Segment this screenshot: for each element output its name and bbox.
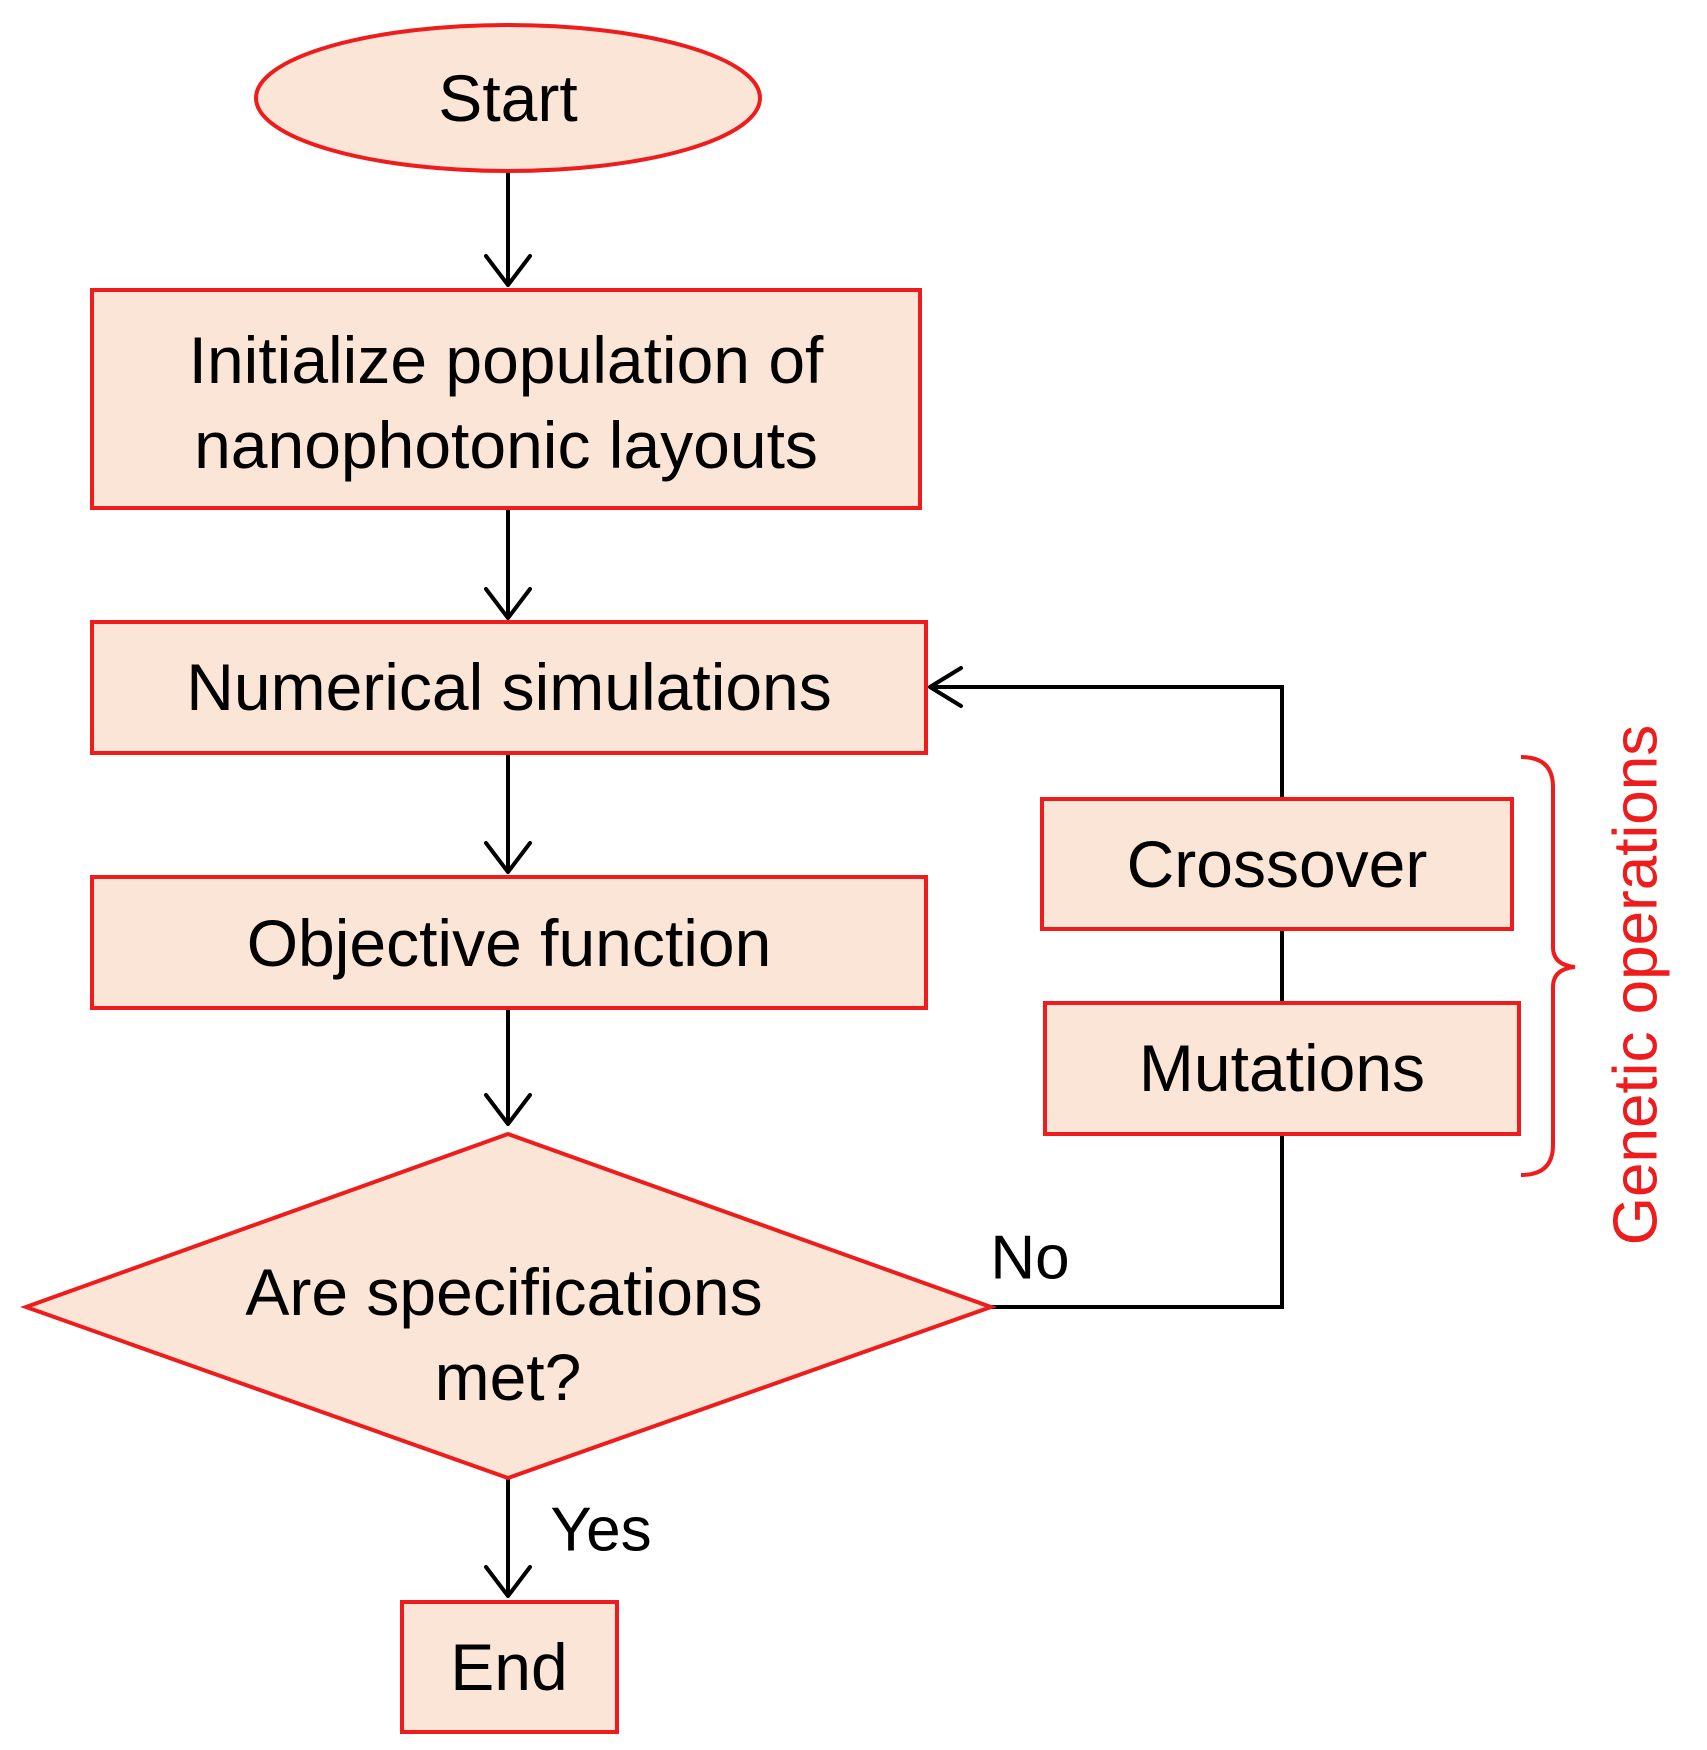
start-terminal [254, 23, 762, 173]
connector-crossover-to-numerical [930, 685, 1284, 797]
numerical-simulations-box [90, 620, 928, 755]
genetic-operations-label: Genetic operations [1602, 725, 1671, 1245]
numerical-simulations-label: Numerical simulations [186, 650, 832, 724]
arrowhead-start-to-initialize [484, 254, 532, 287]
crossover-box [1040, 797, 1514, 931]
objective-function-box [90, 875, 928, 1010]
arrowhead-initialize-to-numerical [484, 587, 532, 620]
end-terminal-box [400, 1600, 619, 1734]
initialize-label-line1: Initialize population of [189, 323, 824, 397]
arrowhead-loop-to-numerical [928, 666, 963, 708]
start-label: Start [438, 61, 577, 135]
crossover-label: Crossover [1127, 827, 1428, 901]
arrowhead-numerical-to-objective [484, 841, 532, 874]
edge-label-no: No [990, 1224, 1069, 1293]
genetic-operations-brace [1520, 755, 1576, 1177]
initialize-process-box [90, 288, 922, 510]
mutations-box [1043, 1001, 1521, 1136]
mutations-label: Mutations [1139, 1031, 1425, 1105]
connector-no-loop [991, 1132, 1284, 1309]
decision-label-line1: Are specifications [245, 1255, 762, 1329]
arrowhead-objective-to-decision [484, 1093, 532, 1126]
initialize-label-line2: nanophotonic layouts [194, 408, 818, 482]
edge-label-yes: Yes [550, 1496, 651, 1565]
decision-diamond [20, 1131, 997, 1481]
objective-function-label: Objective function [247, 906, 772, 980]
end-label: End [450, 1630, 567, 1704]
arrowhead-decision-to-end [484, 1565, 532, 1598]
decision-label-line2: met? [435, 1340, 582, 1414]
